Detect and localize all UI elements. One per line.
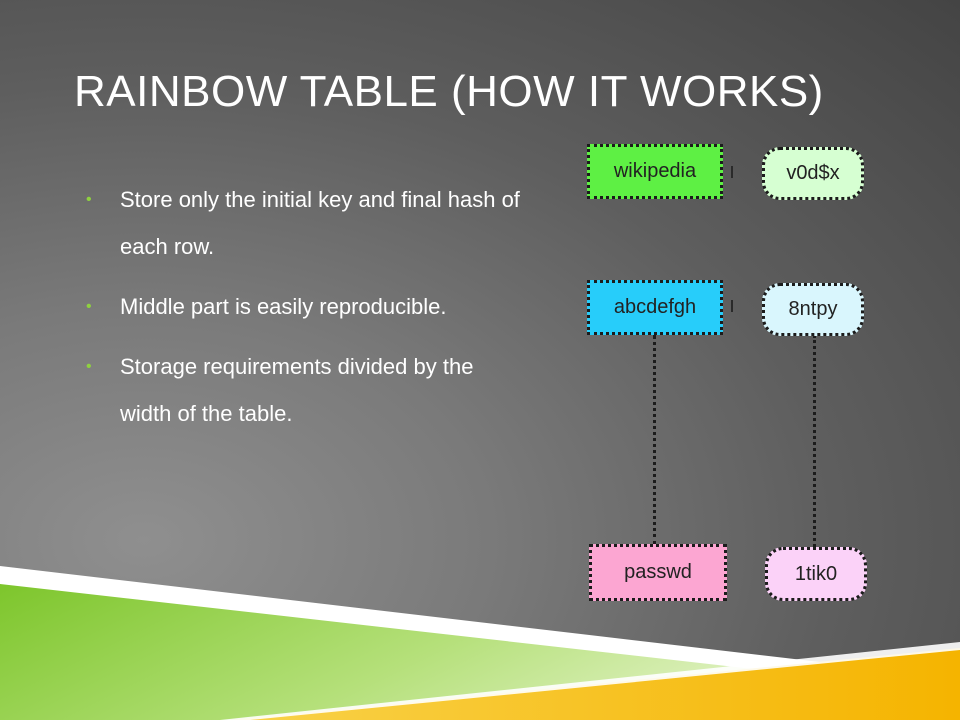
key-box-wikipedia: wikipedia [587,144,723,199]
hash-box-v0dx: v0d$x [762,147,864,200]
chain-line-keys [653,335,656,545]
bullet-list: • Store only the initial key and final h… [86,176,526,450]
bullet-icon: • [86,358,92,375]
bullet-icon: • [86,298,92,315]
bullet-text: Middle part is easily reproducible. [120,294,447,319]
hash-box-1tik0: 1tik0 [765,547,867,601]
bullet-text: Storage requirements divided by the widt… [120,354,474,426]
bullet-text: Store only the initial key and final has… [120,187,520,259]
bullet-item: • Store only the initial key and final h… [86,176,526,270]
slide-title: RAINBOW TABLE (HOW IT WORKS) [74,67,824,116]
key-box-abcdefgh: abcdefgh [587,280,723,335]
key-box-passwd: passwd [589,544,727,601]
row-separator-mark [731,300,733,312]
bullet-item: • Middle part is easily reproducible. [86,283,526,330]
chain-line-hashes [813,335,816,547]
white-stripe-lower [220,642,960,720]
bullet-icon: • [86,191,92,208]
hash-box-8ntpy: 8ntpy [762,283,864,336]
row-separator-mark [731,166,733,178]
bullet-item: • Storage requirements divided by the wi… [86,343,526,437]
